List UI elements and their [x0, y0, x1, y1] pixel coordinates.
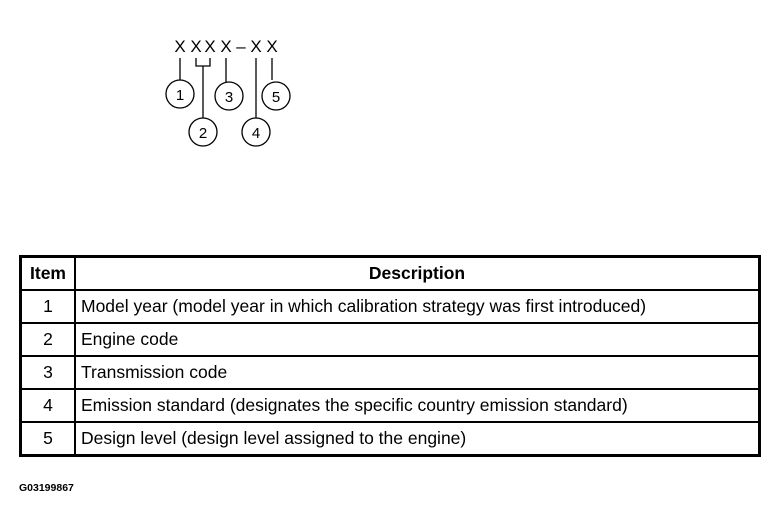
- item-description: Engine code: [74, 322, 761, 357]
- callout-label-5: 5: [272, 89, 280, 106]
- code-description-table: Item Description 1 Model year (model yea…: [19, 255, 761, 457]
- callout-label-1: 1: [176, 87, 184, 104]
- callout-label-4: 4: [252, 125, 260, 142]
- callout-label-2: 2: [199, 125, 207, 142]
- description-column-header: Description: [74, 255, 761, 291]
- item-description: Model year (model year in which calibrat…: [74, 289, 761, 324]
- item-number: 1: [19, 289, 76, 324]
- item-number: 4: [19, 388, 76, 423]
- callout-circle-4: [241, 117, 271, 147]
- table-header-row: Item Description: [19, 255, 761, 291]
- item-number: 2: [19, 322, 76, 357]
- figure-reference-code: G03199867: [19, 482, 74, 494]
- item-description: Emission standard (designates the specif…: [74, 388, 761, 423]
- code-char-4: X: [220, 37, 231, 56]
- code-dash: –: [236, 37, 246, 56]
- callout-circle-1: [165, 79, 195, 109]
- callout-label-3: 3: [225, 89, 233, 106]
- code-char-6: X: [266, 37, 277, 56]
- item-number: 5: [19, 421, 76, 457]
- item-number: 3: [19, 355, 76, 390]
- item-description: Design level (design level assigned to t…: [74, 421, 761, 457]
- table-row: 1 Model year (model year in which calibr…: [19, 289, 761, 324]
- callout-circle-3: [214, 81, 244, 111]
- code-char-5: X: [250, 37, 261, 56]
- item-description: Transmission code: [74, 355, 761, 390]
- item-column-header: Item: [19, 255, 76, 291]
- table-row: 4 Emission standard (designates the spec…: [19, 388, 761, 423]
- table-row: 5 Design level (design level assigned to…: [19, 421, 761, 457]
- leader-bracket-2: [195, 58, 211, 118]
- code-char-1: X: [174, 37, 185, 56]
- code-format-diagram: X X X X – X X 1 2 3 4 5: [165, 37, 291, 147]
- callout-circle-2: [188, 117, 218, 147]
- table-row: 2 Engine code: [19, 322, 761, 357]
- code-char-2: X: [190, 37, 201, 56]
- table-row: 3 Transmission code: [19, 355, 761, 390]
- callout-circle-5: [261, 81, 291, 111]
- code-char-3: X: [204, 37, 215, 56]
